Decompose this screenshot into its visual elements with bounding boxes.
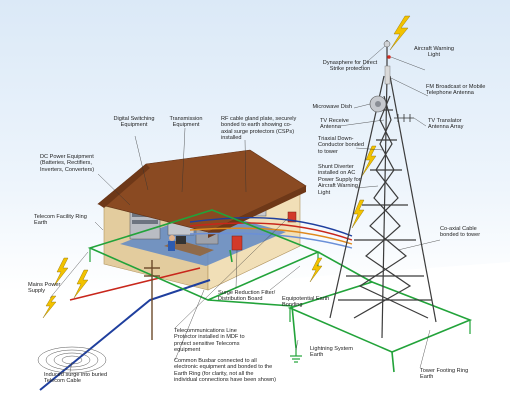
label-induced-surge: Induced surge into buried Telecom Cable [44, 372, 114, 385]
label-aircraft-warning-light: Aircraft Warning Light [412, 46, 456, 59]
surge-filter-box [232, 236, 242, 250]
label-equipotential-bonding: Equipotential Earth Bonding [282, 296, 332, 309]
label-surge-reduction-filter: Surge Reduction Filter/ Distribution Boa… [218, 290, 276, 303]
label-telecom-line-protector: Telecommunications Line Protector instal… [174, 328, 250, 354]
label-common-busbar: Common Busbar connected to all electroni… [174, 358, 278, 384]
label-tower-footing-ring-earth: Tower Footing Ring Earth [420, 368, 470, 381]
label-tv-receive-antenna: TV Receive Antenna [320, 118, 364, 131]
label-coax-bonded-to-tower: Co-axial Cable bonded to tower [440, 226, 488, 239]
label-microwave-dish: Microwave Dish [300, 104, 352, 110]
label-tv-translator-array: TV Translator Antenna Array [428, 118, 478, 131]
label-triaxial-down-conductor: Triaxial Down-Conductor bonded to tower [318, 136, 368, 155]
label-fm-broadcast-antenna: FM Broadcast or Mobile Telephone Antenna [426, 84, 486, 97]
label-shunt-diverter: Shunt Diverter installed on AC Power Sup… [318, 164, 370, 196]
label-lightning-system-earth: Lightning System Earth [310, 346, 354, 359]
label-rf-cable-gland-plate: RF cable gland plate, securely bonded to… [221, 116, 297, 142]
label-telecom-ring-earth: Telecom Facility Ring Earth [34, 214, 94, 227]
label-dc-power-equipment: DC Power Equipment (Batteries, Rectifier… [40, 154, 110, 173]
label-digital-switching: Digital Switching Equipment [108, 116, 160, 129]
label-transmission-equipment: Transmission Equipment [160, 116, 212, 129]
warning-light [387, 55, 391, 59]
ground-plane [0, 262, 510, 418]
label-mains-power-supply: Mains Power Supply [28, 282, 64, 295]
label-dynasphere: Dynasphere for Direct Strike protection [316, 60, 384, 73]
